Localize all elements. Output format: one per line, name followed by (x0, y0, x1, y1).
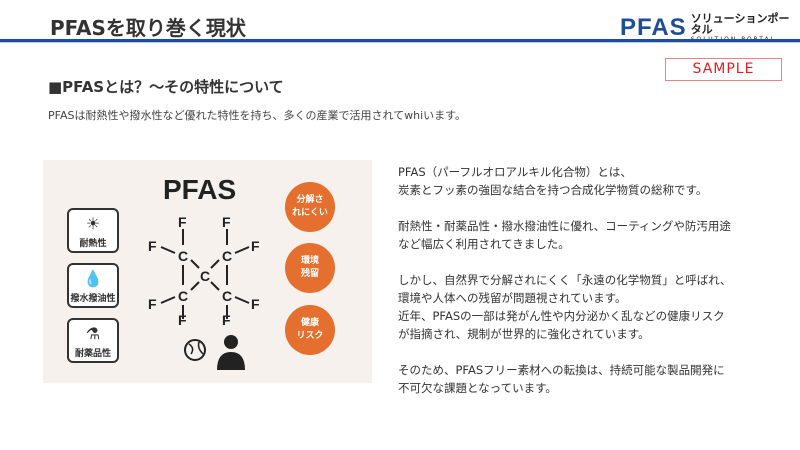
desc-line: PFAS（パーフルオロアルキル化合物）とは、 (398, 165, 632, 179)
atom-c: C (178, 248, 188, 264)
section-lead: PFASは耐熱性や撥水性など優れた特性を持ち、多くの産業で活用されてwhiいます… (48, 109, 467, 122)
badge-text: 健康 (300, 318, 319, 329)
property-chemical-resistance: ⚗ 耐薬品性 (67, 318, 119, 363)
badge-environmental-persistence: 環境残留 (285, 243, 335, 293)
atom-f: F (251, 238, 260, 254)
property-water-oil-repellency: 💧 撥水撥油性 (67, 263, 119, 308)
logo-jp: ソリューションポータル (690, 12, 790, 36)
atom-f: F (222, 215, 231, 230)
sample-stamp: SAMPLE (665, 58, 782, 81)
header-divider (0, 39, 800, 42)
badge-text: れにくい (292, 208, 328, 218)
atom-f: F (178, 312, 187, 325)
desc-line: など幅広く利用されてきました。 (398, 237, 570, 251)
atom-f: F (178, 215, 187, 230)
desc-line: 近年、PFASの一部は発がん性や内分泌かく乱などの健康リスク (398, 309, 725, 323)
atom-f: F (148, 296, 157, 312)
desc-line: 不可欠な課題となっています。 (398, 381, 557, 395)
desc-line: 耐熱性・耐薬品性・撥水撥油性に優れ、コーティングや防汚用途 (398, 219, 731, 233)
badge-text: 環境 (300, 256, 319, 267)
page-title: PFASを取り巻く現状 (50, 16, 246, 40)
desc-line: しかし、自然界で分解されにくく「永遠の化学物質」と呼ばれ、 (398, 273, 732, 287)
atom-f: F (222, 312, 231, 325)
description-text: PFAS（パーフルオロアルキル化合物）とは、炭素とフッ素の強固な結合を持つ合成化… (398, 163, 778, 415)
atom-c: C (200, 268, 210, 284)
atom-c: C (178, 288, 188, 304)
property-label: 撥水撥油性 (70, 294, 116, 304)
atom-f: F (251, 296, 260, 312)
property-label: 耐熱性 (79, 239, 107, 249)
infographic-title: PFAS (163, 174, 237, 205)
logo-main: PFAS (620, 14, 687, 41)
desc-line: そのため、PFASフリー素材への転換は、持続可能な製品開発に (398, 363, 725, 377)
water-drop-icon: 💧 (83, 269, 103, 288)
property-label: 耐薬品性 (74, 349, 111, 359)
desc-line: 炭素とフッ素の強固な結合を持つ合成化学物質の総称です。 (398, 183, 708, 197)
flask-icon: ⚗ (85, 324, 101, 343)
atom-c: C (222, 248, 232, 264)
globe-doctor-icon (184, 335, 245, 370)
badge-health-risk: 健康リスク (285, 305, 335, 355)
atom-c: C (222, 288, 232, 304)
badge-text: 分解さ (296, 195, 324, 206)
section-heading: ■PFASとは？～その特性について (48, 78, 284, 96)
sun-icon: ☀ (85, 214, 101, 233)
property-heat-resistance: ☀ 耐熱性 (67, 208, 119, 253)
desc-line: 環境や人体への残留が問題視されています。 (398, 291, 627, 305)
header-divider-light (0, 42, 800, 43)
badge-text: リスク (296, 331, 324, 341)
desc-line: が指摘され、規制が世界的に強化されています。 (398, 327, 650, 341)
badge-text: 残留 (300, 269, 319, 279)
badge-hard-to-degrade: 分解されにくい (285, 182, 335, 232)
atom-f: F (148, 238, 157, 254)
